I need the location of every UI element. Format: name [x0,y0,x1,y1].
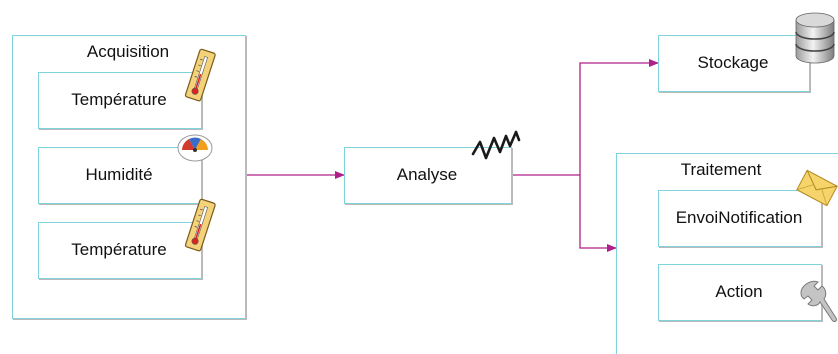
group-traitement-title: Traitement [680,160,762,179]
node-temperature-1 [38,72,202,129]
node-action [658,264,822,321]
node-temperature-2 [38,222,202,279]
node-envoi-notification-label: EnvoiNotification [675,208,803,227]
connector-to-stockage [579,59,659,175]
envelope-icon [796,169,838,207]
gauge-icon [177,134,213,162]
signal-wave-icon [471,130,521,160]
thermometer-icon [184,198,216,252]
node-analyse [344,147,512,204]
thermometer-icon [184,48,216,102]
node-stockage-label: Stockage [697,53,769,72]
diagram-canvas: Acquisition Température Humidité Tempéra… [12,12,838,354]
wrench-icon [800,280,837,322]
node-temperature-2-label: Température [71,240,167,259]
node-stockage [658,35,810,92]
node-action-label: Action [715,282,763,301]
node-humidite [38,147,202,204]
node-envoi-notification [658,190,822,247]
connector-to-traitement [579,175,617,252]
node-analyse-label: Analyse [396,165,458,184]
group-acquisition-title: Acquisition [86,42,170,61]
node-temperature-1-label: Température [71,90,167,109]
node-humidite-label: Humidité [85,165,153,184]
database-icon [795,12,835,64]
